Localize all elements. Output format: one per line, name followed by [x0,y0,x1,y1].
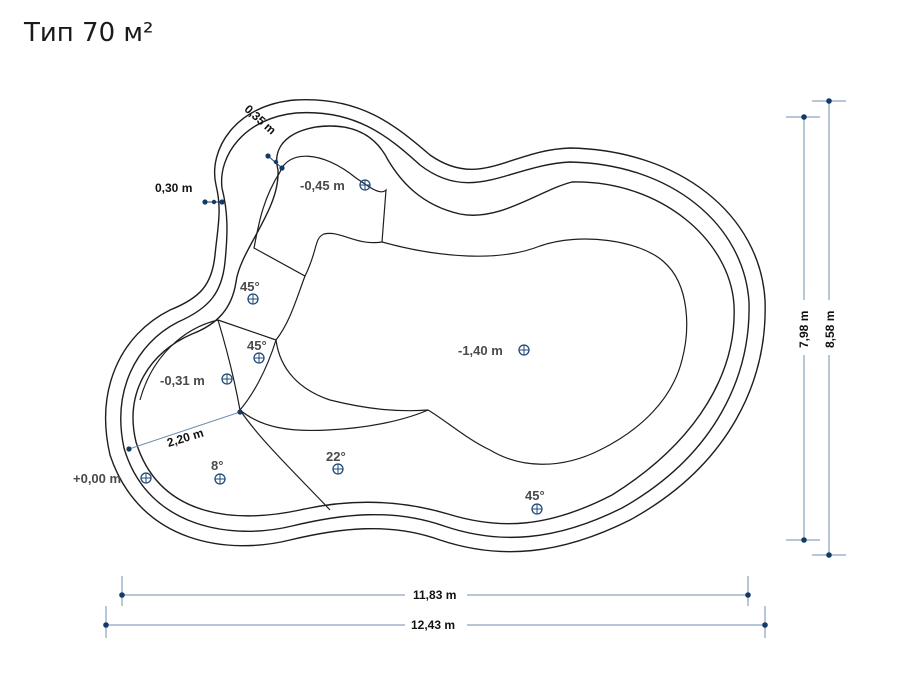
width-dimension-outer: 8,58 m [812,98,846,558]
rim-dimension-035: 0,35 m [242,102,285,171]
depth-label-000: +0,00 m [73,471,121,486]
step-curve-c [239,339,277,411]
step-curve-b [239,409,429,432]
slope-marker-1 [247,293,259,305]
step-curve-d [139,319,219,401]
length-dimension-inner: 11,83 m [119,576,751,606]
width-outer-label: 8,58 m [823,311,837,348]
length-outer-label: 12,43 m [411,618,455,632]
step-line-upper [381,238,688,465]
diagram-title: Тип 70 м² [24,18,154,48]
slope-label-5: 45° [525,488,545,503]
width-dimension-inner: 7,98 m [786,114,820,543]
slope-marker-4 [332,463,344,475]
slope-label-1: 45° [240,279,260,294]
step-curve-a [217,319,331,511]
rim-dimension-030: 0,30 m [155,181,225,205]
pool-middle-edge [120,111,750,538]
bench-shelf [253,155,387,277]
slope-label-3: 8° [211,458,223,473]
depth-marker-045 [359,179,371,191]
slope-label-4: 22° [326,449,346,464]
pool-inner-edge [132,125,735,525]
depth-label-031: -0,31 m [160,373,205,388]
depth-marker-140 [518,344,530,356]
length-inner-label: 11,83 m [413,588,456,602]
slope-boundary-left [217,275,306,341]
rim-label-030: 0,30 m [155,181,192,195]
slope-label-2: 45° [247,338,267,353]
step-width-dimension: 2,20 m [126,409,243,452]
length-dimension-outer: 12,43 m [103,606,768,638]
width-inner-label: 7,98 m [797,311,811,348]
slope-marker-5 [531,503,543,515]
slope-boundary-mid [275,339,491,451]
depth-marker-000 [140,472,152,484]
depth-label-045: -0,45 m [300,178,345,193]
slope-marker-2 [253,352,265,364]
step-width-label: 2,20 m [165,426,205,450]
depth-marker-031 [221,373,233,385]
pool-outer-edge [105,98,766,553]
depth-label-140: -1,40 m [458,343,503,358]
slope-marker-3 [214,473,226,485]
